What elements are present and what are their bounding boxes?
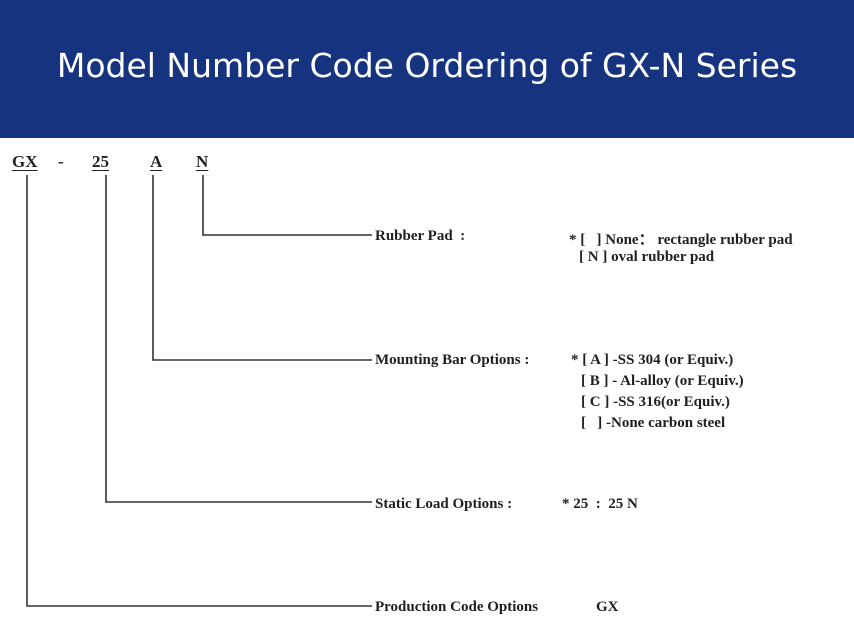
code-pad: N xyxy=(196,152,209,171)
code-prefix: GX xyxy=(12,152,38,171)
rubber-pad-option-2: [ N ] oval rubber pad xyxy=(579,249,715,265)
code-load: 25 xyxy=(92,152,109,171)
mounting-bar-option-4: [ ] -None carbon steel xyxy=(581,415,726,431)
production-code-option-1: GX xyxy=(596,599,619,615)
production-code-label: Production Code Options xyxy=(375,599,539,615)
mounting-bar-option-2: [ B ] - Al-alloy (or Equiv.) xyxy=(581,373,744,389)
mounting-bar-option-3: [ C ] -SS 316(or Equiv.) xyxy=(581,394,730,410)
connector-production-code xyxy=(26,175,372,607)
static-load-option-1: * 25 : 25 N xyxy=(562,496,638,512)
connector-rubber-pad xyxy=(202,175,372,236)
connector-mounting-bar xyxy=(152,175,372,361)
mounting-bar-label: Mounting Bar Options : xyxy=(375,352,530,368)
mounting-bar-option-1: * [ A ] -SS 304 (or Equiv.) xyxy=(571,352,734,368)
title-banner: Model Number Code Ordering of GX-N Serie… xyxy=(0,0,854,138)
static-load-label: Static Load Options : xyxy=(375,496,513,512)
connector-static-load xyxy=(105,175,372,503)
code-bar: A xyxy=(150,152,163,171)
page-title: Model Number Code Ordering of GX-N Serie… xyxy=(56,46,798,85)
code-dash: - xyxy=(58,152,64,171)
rubber-pad-label: Rubber Pad : xyxy=(375,228,466,244)
rubber-pad-option-1: * [ ] None： rectangle rubber pad xyxy=(569,232,793,248)
